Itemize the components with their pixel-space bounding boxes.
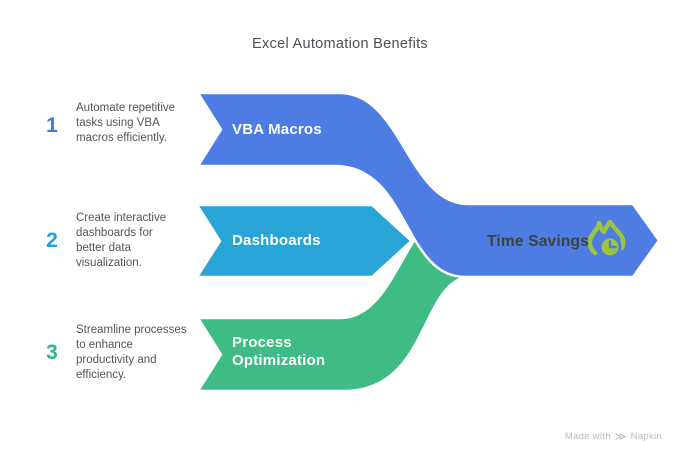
footer-brand-text: Napkin: [630, 431, 662, 442]
flame-outline: [587, 219, 626, 256]
napkin-chevrons-icon: ≫: [614, 430, 627, 443]
step-1-description: Automate repetitive tasks using VBA macr…: [76, 102, 176, 144]
flame-clock-icon: [587, 219, 626, 259]
step-2-description: Create interactive dashboards for better…: [76, 212, 167, 269]
step-3-description: Streamline processes to enhance producti…: [76, 324, 187, 381]
vba-macros-and-result-arrow-shape: [196, 91, 661, 279]
result-label: Time Savings: [487, 233, 590, 250]
step-3-arrow-label: Process Optimization: [232, 334, 326, 369]
clock-hands: [608, 240, 617, 249]
step-3-number: 3: [46, 341, 58, 364]
footer-made-with-text: Made with: [564, 431, 611, 442]
step-2-number: 2: [46, 229, 58, 252]
step-1-number: 1: [46, 114, 58, 137]
dashboards-arrow-shape: [195, 203, 413, 279]
footer-credit[interactable]: Made with ≫ Napkin: [565, 431, 662, 442]
step-2-arrow-label: Dashboards: [232, 232, 321, 249]
page-title: Excel Automation Benefits: [252, 36, 428, 52]
step-1-arrow-label: VBA Macros: [232, 121, 322, 138]
